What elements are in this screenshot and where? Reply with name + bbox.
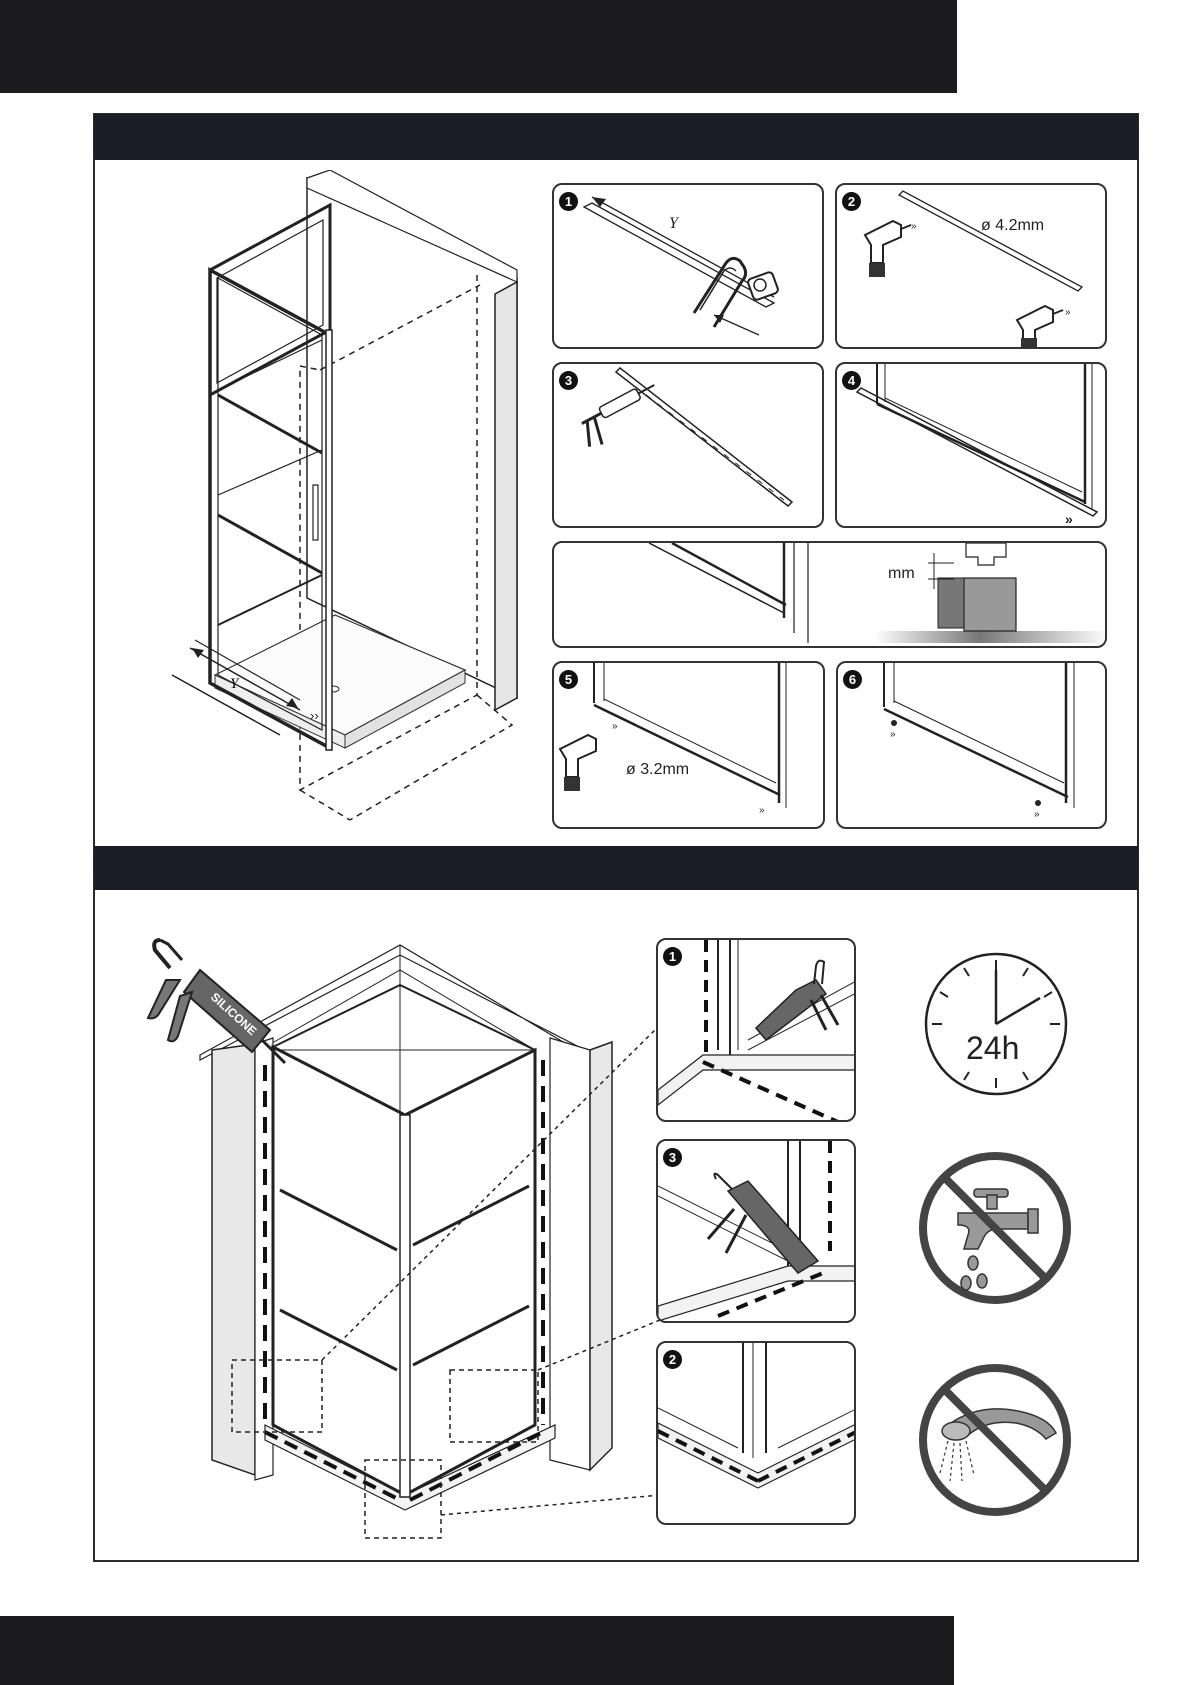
svg-text:››: ›› [310, 708, 319, 723]
step-number-badge: 6 [843, 670, 862, 689]
install-step-5-panel: » » 5 ø 3.2mm [552, 661, 825, 829]
cure-time-clock-icon: 24h [922, 950, 1070, 1098]
step-number-badge: 3 [663, 1148, 682, 1167]
no-water-tap-icon [918, 1151, 1073, 1306]
step-number-badge: 2 [663, 1350, 682, 1369]
section-header-installation [94, 114, 1138, 160]
svg-text:»: » [911, 221, 917, 232]
svg-text:»: » [1034, 809, 1040, 820]
measure-dimension-label: Y [669, 215, 678, 233]
svg-text:»: » [759, 805, 765, 816]
enclosure-overview-illustration: Y ›› [170, 170, 540, 830]
step-number-badge: 2 [842, 192, 861, 211]
seal-step-1-panel: 1 [656, 938, 856, 1122]
install-gap-detail-panel: mm [552, 541, 1107, 648]
no-shower-icon [918, 1363, 1073, 1518]
install-step-2-panel: » » 2 ø 4.2mm [835, 183, 1107, 349]
step-number-badge: 4 [842, 371, 861, 390]
top-banner [0, 0, 957, 93]
step-number-badge: 1 [663, 947, 682, 966]
svg-text:»: » [612, 721, 618, 732]
install-step-6-panel: » » 6 [836, 661, 1107, 829]
step-number-badge: 3 [559, 371, 578, 390]
step-number-badge: 1 [559, 192, 578, 211]
install-step-4-panel: » 4 [835, 362, 1107, 528]
step-number-badge: 5 [559, 670, 578, 689]
drill-diameter-label: ø 3.2mm [626, 761, 689, 779]
seal-step-3-panel: 3 [656, 1139, 856, 1323]
cure-time-label: 24h [966, 1030, 1019, 1067]
seal-step-2-panel: 2 [656, 1341, 856, 1525]
install-step-1-panel: 1 Y [552, 183, 824, 349]
sealing-overview-illustration: SILICONE [115, 920, 675, 1540]
gap-mm-label: mm [888, 565, 915, 583]
svg-text:»: » [1065, 511, 1073, 527]
svg-text:»: » [1065, 307, 1071, 318]
bottom-banner [0, 1616, 954, 1685]
svg-text:»: » [890, 729, 896, 740]
section-header-sealing [94, 846, 1138, 890]
drill-diameter-label: ø 4.2mm [981, 217, 1044, 235]
install-step-3-panel: 3 [552, 362, 824, 528]
